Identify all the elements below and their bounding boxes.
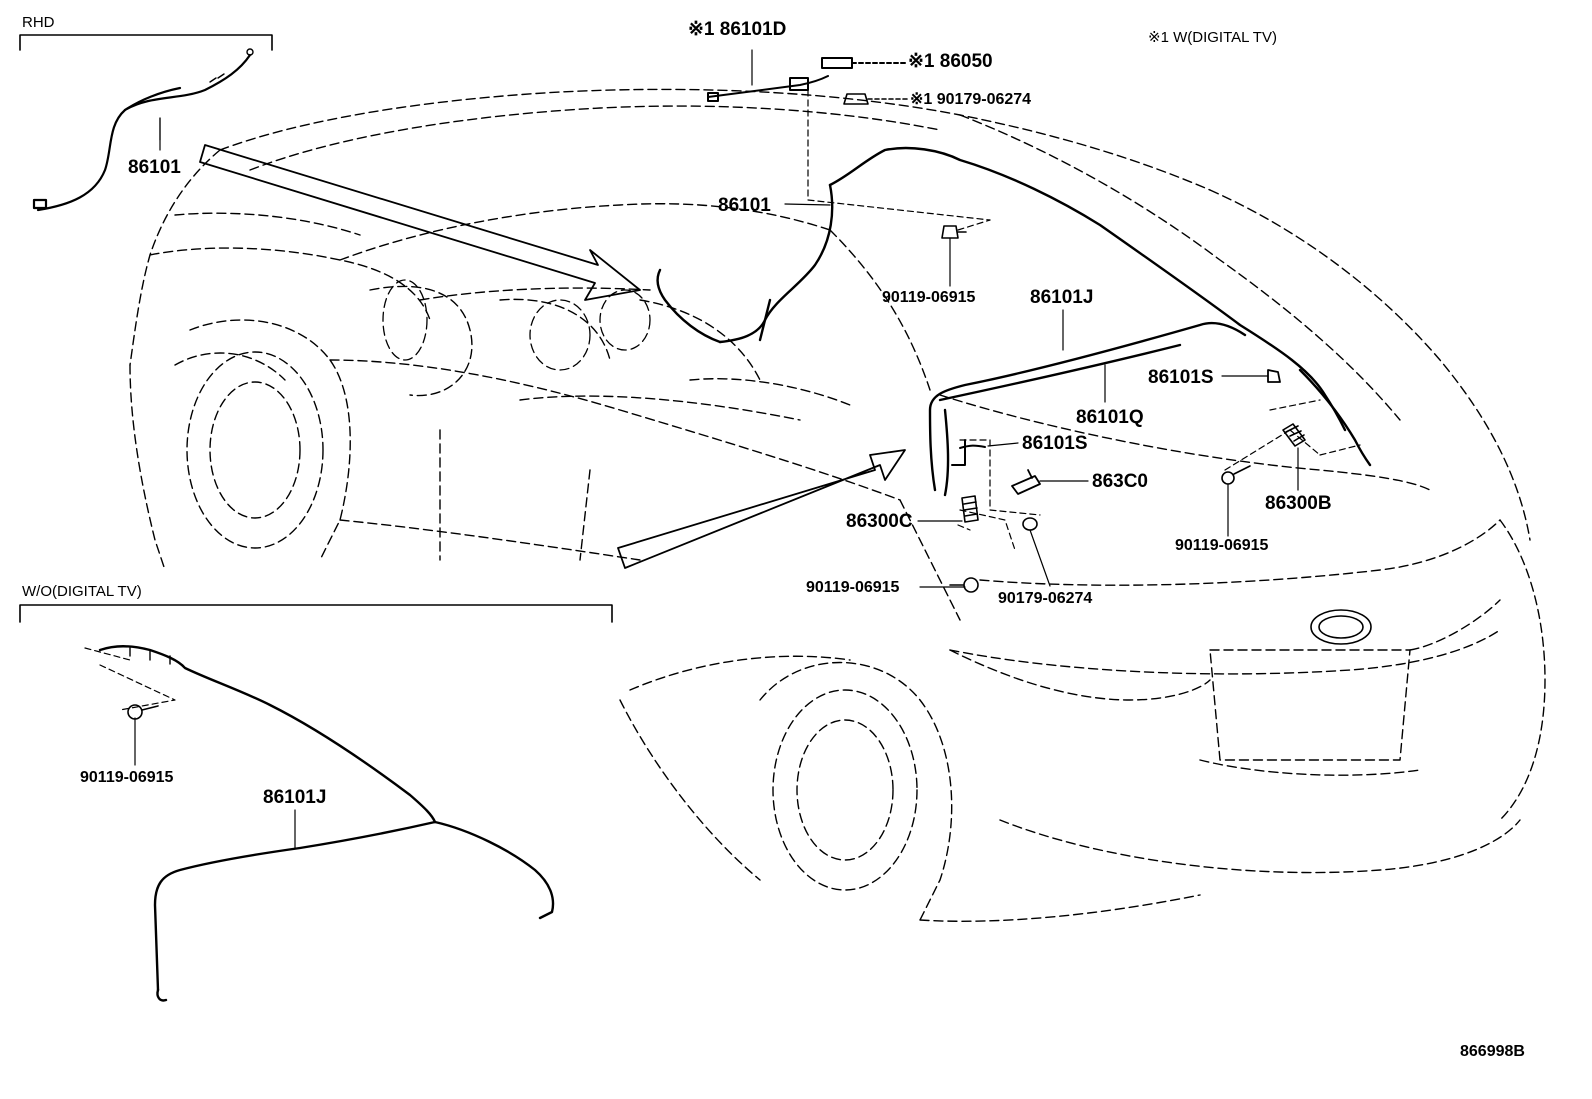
figure-id: 866998B — [1460, 1043, 1525, 1060]
section-label-wo-digital-tv: W/O(DIGITAL TV) — [22, 583, 142, 600]
wo-digital-tv-bracket — [19, 604, 613, 623]
note-w-digital-tv: ※1 W(DIGITAL TV) — [1148, 29, 1277, 46]
rhd-antenna-cable — [32, 48, 254, 212]
part-label-863c0: 863C0 — [1092, 471, 1148, 492]
part-label-86050: ※1 86050 — [908, 51, 993, 72]
antenna-module-86101d — [707, 75, 829, 102]
arrow-rhd-to-car — [199, 144, 641, 301]
arrow-wo-to-car — [617, 449, 906, 569]
rhd-bracket — [19, 34, 273, 51]
noise-filter-86300c — [961, 495, 979, 523]
part-label-86101-rhd: 86101 — [128, 157, 181, 178]
part-label-86101j-wo: 86101J — [263, 787, 327, 808]
rear-glass-antenna-cable-86101j — [928, 321, 1247, 497]
steering-wheel — [382, 279, 651, 371]
bolt-90119-lower — [949, 577, 979, 593]
connector-86101s-left — [951, 439, 986, 466]
part-label-86101-mid: 86101 — [718, 195, 771, 216]
part-label-90179-06274-lower: 90179-06274 — [998, 590, 1093, 607]
noise-filter-86300b — [1282, 423, 1306, 447]
part-label-86101j-top: 86101J — [1030, 287, 1094, 308]
bracket-863c0 — [1011, 469, 1041, 495]
section-label-rhd: RHD — [22, 14, 55, 31]
wo-digital-tv-cable-86101j — [98, 645, 555, 1002]
leader-lines — [134, 49, 1299, 849]
part-label-90119-06915-right: 90119-06915 — [1175, 537, 1269, 554]
part-label-90119-06915-center: 90119-06915 — [882, 289, 976, 306]
part-label-90179-06274-top: ※1 90179-06274 — [910, 91, 1032, 108]
car-body-outline — [129, 88, 1546, 922]
part-label-90119-06915-lower: 90119-06915 — [806, 579, 900, 596]
part-label-86101s-right: 86101S — [1148, 367, 1214, 388]
clip-90179-top — [843, 93, 909, 105]
connector-86101s-right — [1267, 369, 1281, 383]
rear-wheel — [772, 689, 918, 891]
part-label-86300c: 86300C — [846, 511, 913, 532]
front-wheel — [186, 351, 324, 549]
roof-antenna-cable — [656, 146, 1372, 467]
part-label-86300b: 86300B — [1265, 493, 1332, 514]
rear-emblem — [1310, 609, 1372, 645]
bolt-90119-wo — [127, 704, 159, 720]
bolt-90119-center — [941, 225, 967, 239]
antenna-amp-86050 — [821, 57, 906, 69]
part-label-86101q: 86101Q — [1076, 407, 1144, 428]
part-label-86101d: ※1 86101D — [688, 19, 787, 40]
part-label-90119-06915-wo: 90119-06915 — [80, 769, 174, 786]
part-label-86101s-left: 86101S — [1022, 433, 1088, 454]
